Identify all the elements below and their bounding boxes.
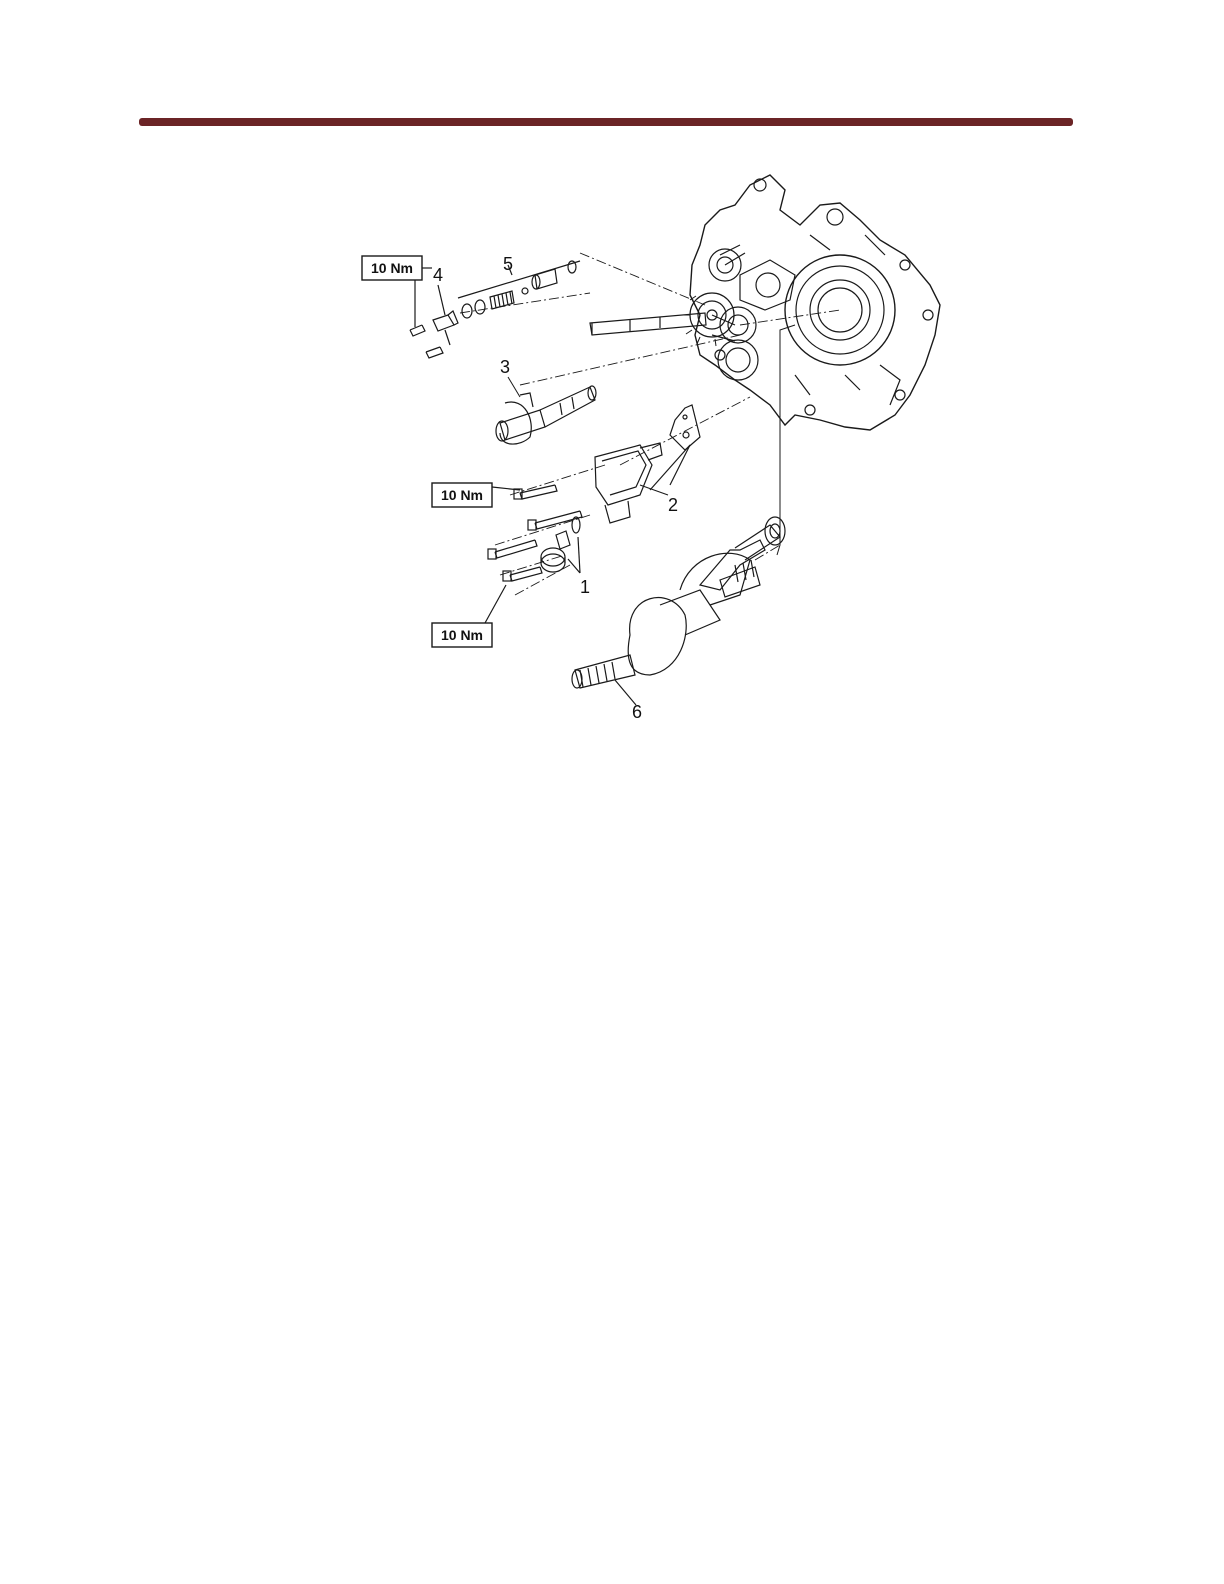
assembly-guide-lines <box>460 253 840 595</box>
callout-2: 2 <box>668 495 678 515</box>
callout-5: 5 <box>503 254 513 274</box>
torque-label-middle: 10 Nm <box>441 487 483 503</box>
torque-label-bottom: 10 Nm <box>441 627 483 643</box>
part-5-relief-valve <box>458 261 580 318</box>
exploded-parts-diagram: 10 Nm 10 Nm 10 Nm 1 2 3 4 5 6 <box>340 165 960 735</box>
part-2-oil-pump-body <box>595 405 700 523</box>
callout-3: 3 <box>500 357 510 377</box>
header-rule <box>139 118 1073 126</box>
crankcase-half <box>690 175 940 430</box>
torque-label-top: 10 Nm <box>371 260 413 276</box>
part-3-pump-shaft <box>496 386 596 444</box>
part-4-retainer-plate <box>410 285 458 358</box>
callout-1: 1 <box>580 577 590 597</box>
callout-6: 6 <box>632 702 642 722</box>
part-1-pump-gear <box>541 517 580 573</box>
part-6-crankshaft <box>572 517 785 705</box>
callout-4: 4 <box>433 265 443 285</box>
